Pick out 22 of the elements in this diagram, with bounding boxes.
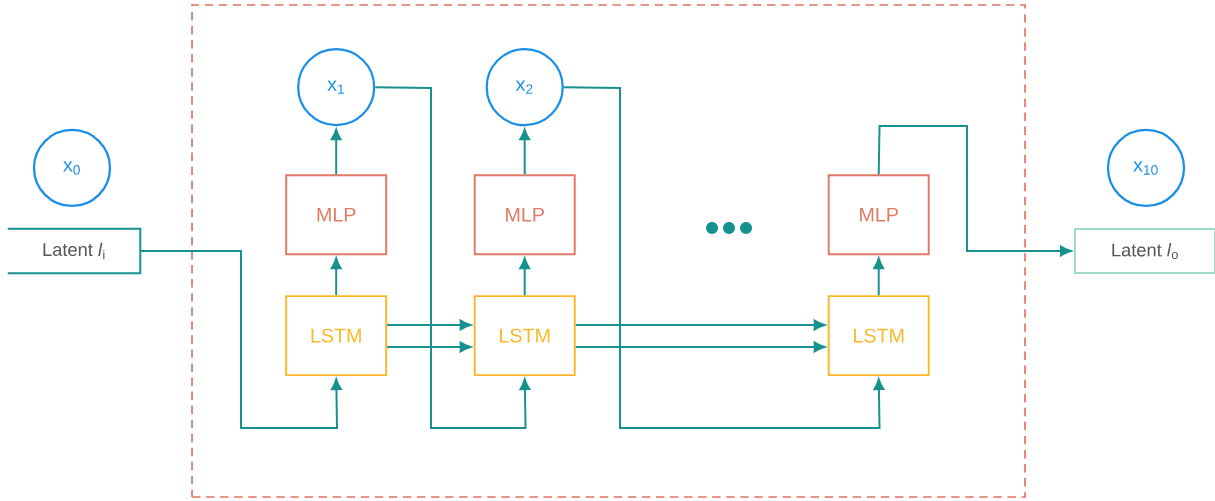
lstm-box: LSTM xyxy=(473,295,576,377)
arrow xyxy=(562,86,885,429)
latent-input-box: Latent l$_{i}$ xyxy=(6,227,142,275)
arrow xyxy=(374,86,531,429)
arrow xyxy=(330,257,342,297)
arrow xyxy=(519,128,531,176)
arrow xyxy=(139,250,342,429)
arrow xyxy=(386,319,472,331)
mlp-box: MLP xyxy=(473,174,576,256)
arrow xyxy=(574,341,826,353)
mlp-box: MLP xyxy=(827,174,930,256)
latent-output-box: Latent l$_{o}$ xyxy=(1074,228,1215,274)
mlp-box: MLP xyxy=(285,174,388,256)
arrow xyxy=(386,341,472,353)
arrow xyxy=(519,257,531,297)
arrow xyxy=(330,128,342,176)
dashed-frame xyxy=(191,4,1026,498)
arrow xyxy=(574,319,826,331)
arrow xyxy=(873,257,885,297)
arrow xyxy=(877,125,1072,257)
lstm-box: LSTM xyxy=(827,295,930,377)
lstm-box: LSTM xyxy=(285,295,388,377)
